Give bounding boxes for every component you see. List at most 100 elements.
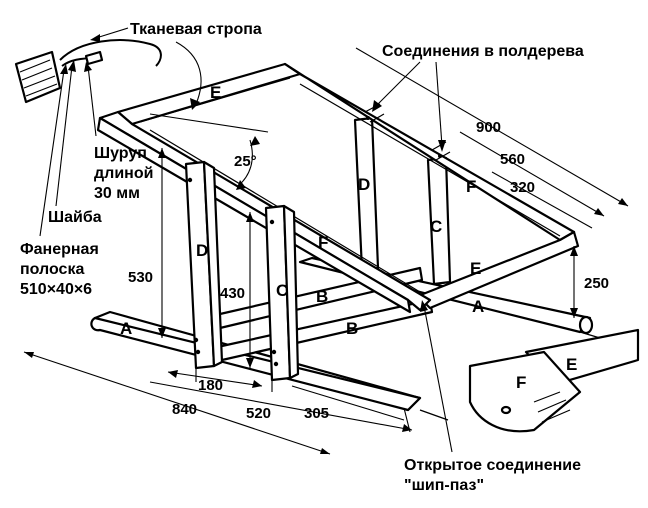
- detail-rail-f: [468, 350, 582, 433]
- dim-840-arrow-a: [24, 352, 34, 358]
- frame-e-front: [416, 230, 580, 310]
- rail-a-front-end: [90, 316, 422, 412]
- dim-250-label: 250: [584, 275, 609, 292]
- frame-e-back: [116, 62, 302, 126]
- screw-top-c: [269, 219, 275, 225]
- dim-180-arrow-a: [168, 370, 178, 378]
- angle-indicator: 25°: [149, 113, 269, 190]
- part-f-right: F: [466, 177, 476, 196]
- joint-leader-arrow-1: [372, 100, 382, 112]
- angle-label: 25°: [234, 153, 257, 170]
- angle-arrow-top: [250, 136, 260, 146]
- part-d-front: D: [196, 241, 208, 260]
- strap-label: Тканевая стропа: [130, 21, 262, 38]
- dim-320-line: [491, 171, 593, 229]
- dim-430-arrow-b: [246, 358, 254, 368]
- washer-label: Шайба: [48, 209, 102, 226]
- plywood-label-line2: полоска: [20, 261, 84, 278]
- part-e-front: E: [470, 259, 481, 278]
- joint-leader-arrow-2: [438, 140, 446, 152]
- screw-label-line3: 30 мм: [94, 185, 140, 202]
- dim-560-line: [459, 131, 605, 217]
- part-f-left: F: [318, 233, 328, 252]
- dim-305-label: 305: [304, 405, 329, 422]
- joint-screw-2: [438, 154, 442, 158]
- plywood-label-line3: 510×40×6: [20, 281, 92, 298]
- washer-leader-arrow: [68, 60, 76, 72]
- detail-tenon-hatch: [533, 391, 571, 423]
- plywood-leader: [39, 69, 65, 237]
- part-e-top: E: [210, 83, 221, 102]
- screw-leader: [87, 65, 97, 137]
- plywood-block: [14, 50, 62, 104]
- screw-leader-arrow: [84, 62, 92, 72]
- part-b-upper: B: [316, 287, 328, 306]
- top-frame: [96, 62, 580, 314]
- dim-560-label: 560: [500, 151, 525, 168]
- dim-840-line: [23, 351, 331, 455]
- screw-label-line1: Шуруп: [94, 145, 147, 162]
- front-uprights: [184, 160, 300, 382]
- rail-a-rear-end: [578, 315, 594, 335]
- joint-detail: [468, 328, 640, 433]
- dim-900-label: 900: [476, 119, 501, 136]
- part-d-rear: D: [358, 175, 370, 194]
- dim-530-arrow-a: [158, 148, 166, 158]
- dimension-labels: 900 560 320 530 430 250 180 840 520 305: [128, 119, 609, 422]
- dim-840-label: 840: [172, 401, 197, 418]
- witness-lines: [195, 368, 411, 433]
- half-lap-joints-label: Соединения в полдерева: [382, 43, 584, 60]
- detail-arrow-head: [190, 98, 200, 110]
- dim-430-label: 430: [220, 285, 245, 302]
- dim-520-label: 520: [246, 405, 271, 422]
- part-a-front: A: [120, 319, 132, 338]
- angle-base-line: [149, 113, 269, 133]
- callout-labels: Тканевая стропа Соединения в полдерева Ш…: [20, 21, 584, 494]
- washer-leader: [55, 65, 73, 207]
- dimension-lines: [23, 47, 629, 455]
- part-c-rear: C: [430, 217, 442, 236]
- part-f-detail: F: [516, 373, 526, 392]
- open-joint-label-line1: Открытое соединение: [404, 457, 581, 474]
- part-b-lower: B: [346, 319, 358, 338]
- screw-d-1: [193, 337, 199, 343]
- screw-c-1: [271, 349, 277, 355]
- open-joint-label-line2: "шип-паз": [404, 477, 484, 494]
- dim-305-line: [291, 385, 405, 421]
- screw-head: [84, 50, 104, 66]
- screw-top-d: [187, 177, 193, 183]
- dim-250-arrow-a: [570, 246, 578, 256]
- dim-560-arrow: [594, 208, 604, 216]
- front-upright-c-side: [282, 204, 300, 380]
- screw-label-line2: длиной: [94, 165, 153, 182]
- dim-530-label: 530: [128, 269, 153, 286]
- dim-180-label: 180: [198, 377, 223, 394]
- dim-520-line: [149, 381, 413, 431]
- part-c-front: C: [276, 281, 288, 300]
- frame-f-left-side: [96, 116, 412, 314]
- plywood-label-line1: Фанерная: [20, 241, 99, 258]
- dim-180-line: [167, 371, 263, 387]
- angle-arrow-bottom: [236, 180, 246, 190]
- part-e-detail: E: [566, 355, 577, 374]
- screw-d-2: [195, 349, 201, 355]
- strap-detail: [14, 27, 202, 237]
- open-joint-leader-arrow: [420, 300, 428, 312]
- joint-screw-1: [366, 116, 370, 120]
- rear-upright-d: [353, 116, 380, 272]
- strap-loop: [59, 39, 162, 67]
- detail-arrow: [175, 41, 202, 105]
- dim-180-arrow-b: [252, 380, 262, 388]
- dim-900-line: [355, 47, 629, 207]
- open-joint-leader: [423, 305, 453, 453]
- rear-uprights: [353, 116, 452, 286]
- screw-c-2: [273, 361, 279, 367]
- dim-520-arrow: [402, 424, 412, 432]
- strap-leader-arrow: [90, 34, 100, 42]
- dim-430-arrow-a: [246, 212, 254, 222]
- plywood-leader-arrow: [60, 64, 68, 74]
- joint-leader-1: [373, 61, 421, 109]
- dim-320-label: 320: [510, 179, 535, 196]
- plywood-hatch: [19, 59, 58, 97]
